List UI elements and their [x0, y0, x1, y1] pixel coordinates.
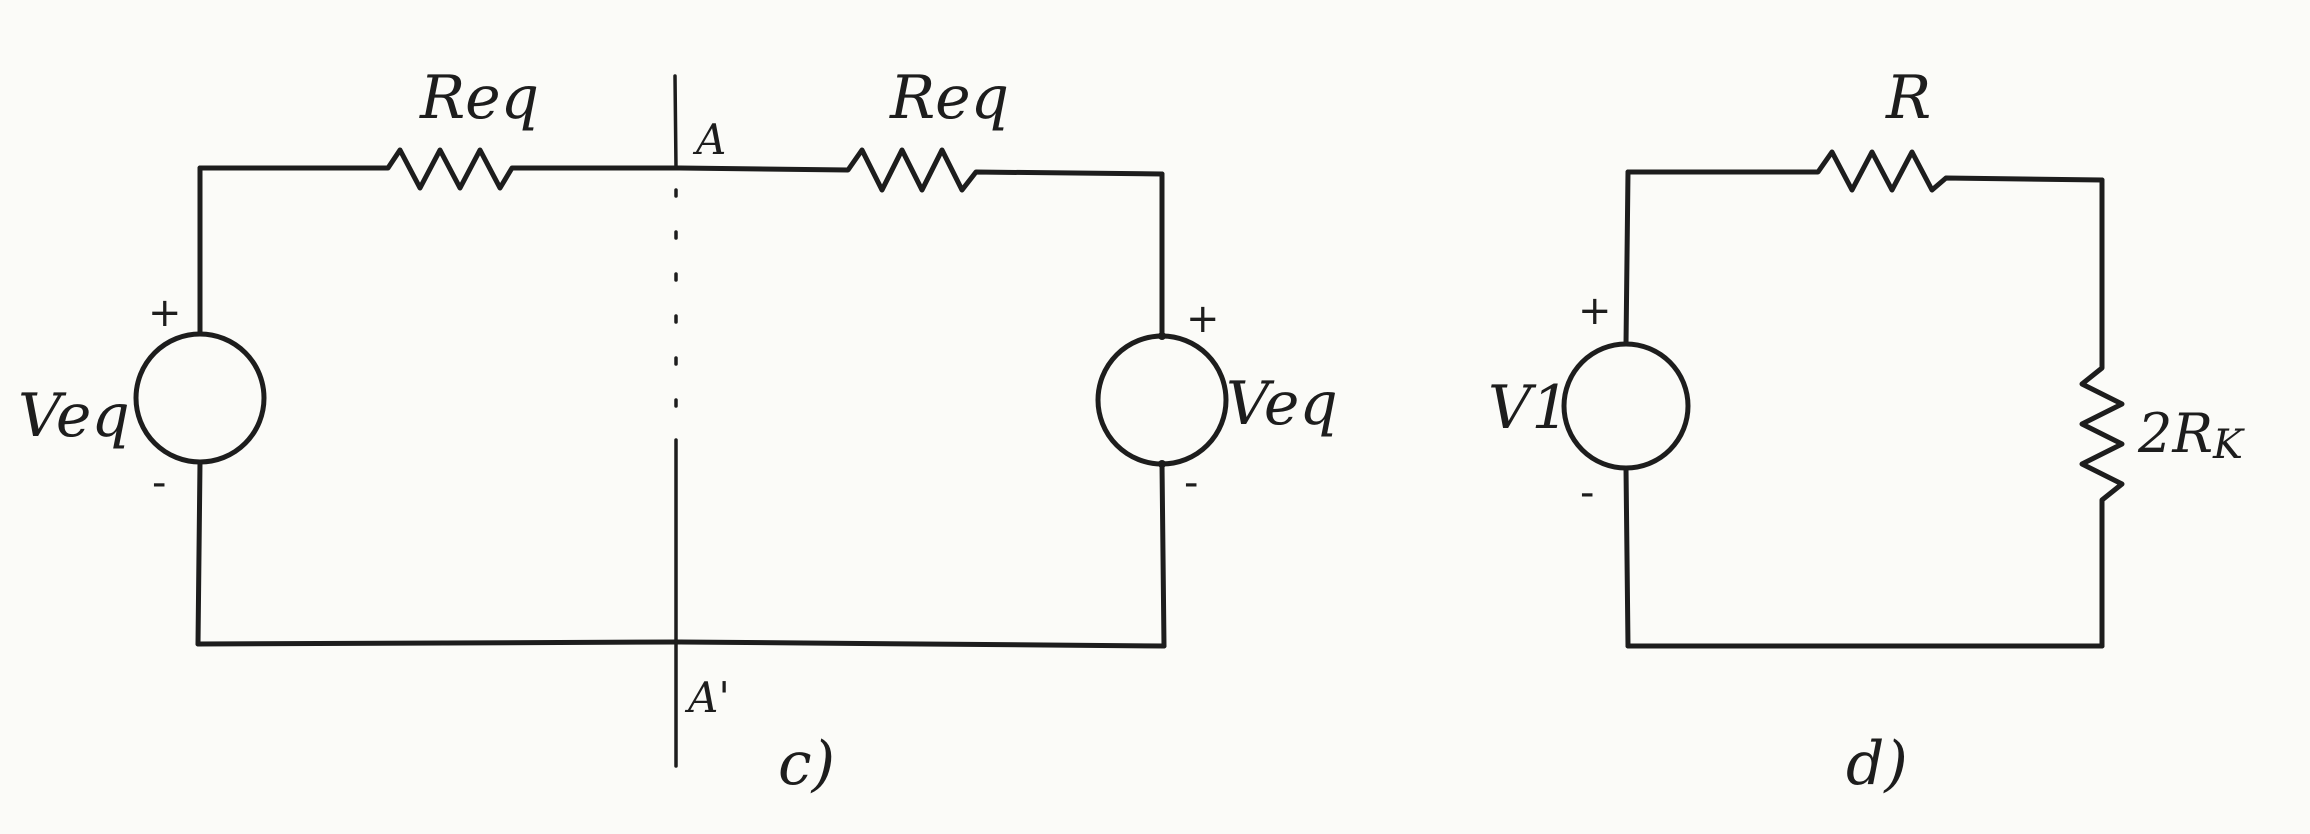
circuit-d-source-label: V1 [1488, 373, 1570, 443]
circuit-c-terminal-dot [1158, 460, 1166, 468]
circuit-c-right-wire-lower [1159, 461, 1167, 649]
circuit-d-load-resistor-label-sub: K [2212, 422, 2245, 468]
circuit-c: Req Req A A' Veq Veq + - + - c) [18, 63, 1338, 799]
circuit-d-top-wire [1625, 149, 2105, 193]
circuit-c-node-bottom-label: A' [684, 673, 730, 722]
circuit-d-resistor-top-label: R [1885, 63, 1931, 133]
circuit-d: R V1 2RK + - d) [1488, 63, 2245, 799]
circuit-c-source-left-label: Veq [18, 381, 130, 451]
circuit-c-source-right-label: Veq [1226, 369, 1338, 439]
circuit-d-plus-sign: + [1578, 288, 1612, 334]
circuit-c-top-wire-right [677, 147, 1165, 193]
circuit-c-bottom-wire [195, 639, 1167, 649]
circuit-d-left-wire-upper [1623, 169, 1631, 347]
circuit-d-voltage-source [1561, 341, 1691, 471]
circuit-d-right-wire [2079, 177, 2125, 649]
circuit-c-left-voltage-source [133, 331, 267, 465]
circuit-c-caption: c) [778, 729, 835, 799]
circuit-d-minus-sign: - [1580, 470, 1594, 516]
circuit-c-resistor-right-label: Req [889, 63, 1009, 133]
circuit-c-left-wire-lower [195, 459, 203, 647]
circuit-c-right-minus-sign: - [1184, 460, 1198, 506]
circuit-d-caption: d) [1846, 729, 1908, 799]
circuit-c-resistor-left-label: Req [419, 63, 539, 133]
circuit-c-right-voltage-source [1095, 333, 1229, 467]
circuit-d-left-wire-lower [1623, 465, 1631, 649]
circuit-c-left-minus-sign: - [152, 460, 166, 506]
circuit-c-symmetry-line-upper [673, 74, 678, 170]
circuit-c-right-plus-sign: + [1186, 296, 1220, 342]
circuit-c-node-top-label: A [692, 115, 726, 164]
circuit-c-terminal-dot [1158, 332, 1166, 340]
circuit-c-left-plus-sign: + [148, 290, 182, 336]
circuit-d-load-resistor-label: 2RK [2137, 402, 2245, 468]
circuit-c-top-wire-left [197, 147, 683, 191]
circuit-d-load-resistor-label-main: 2R [2137, 402, 2213, 465]
